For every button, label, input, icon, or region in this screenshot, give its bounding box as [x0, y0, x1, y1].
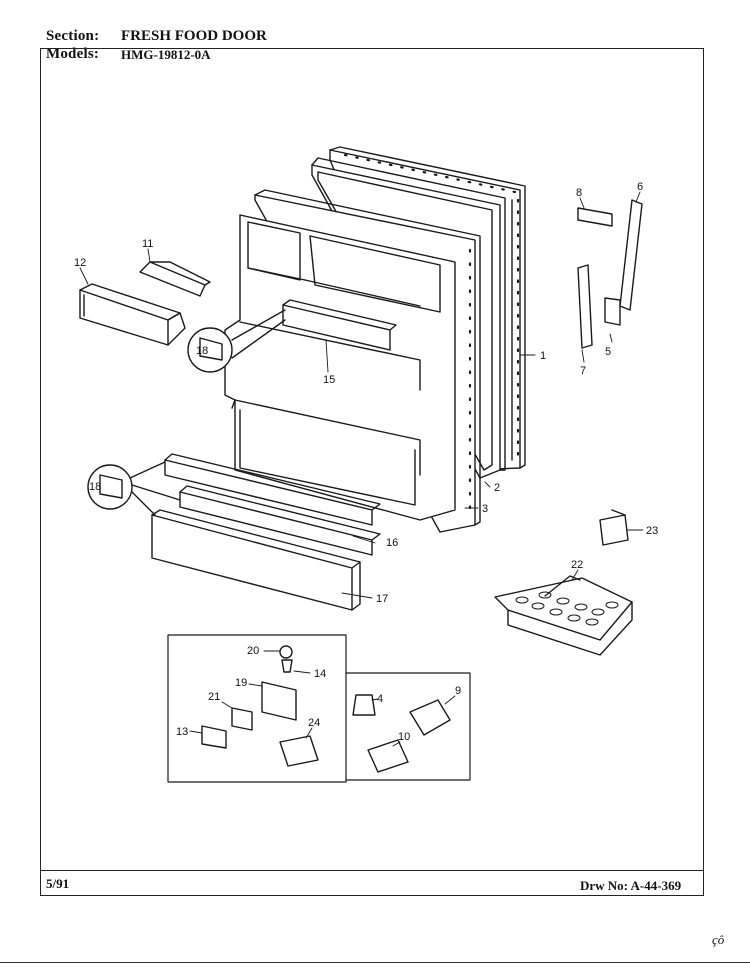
part-10-hinge-cover — [367, 739, 409, 773]
part-9-hinge-cover — [409, 699, 451, 736]
callout-2: 2 — [494, 482, 500, 494]
callout-18-lower: 18 — [89, 481, 101, 493]
callout-9: 9 — [455, 685, 461, 697]
section-value: FRESH FOOD DOOR — [121, 28, 267, 44]
part-4-hinge-cap — [352, 694, 376, 716]
callout-13: 13 — [176, 726, 188, 738]
callout-17: 17 — [376, 593, 388, 605]
footer-drawing-number: Drw No: A-44-369 — [580, 878, 682, 893]
part-17-bottom-shelf — [151, 509, 361, 611]
callout-3: 3 — [482, 503, 488, 515]
callout-7: 7 — [580, 365, 586, 377]
part-8-hinge-plate — [577, 207, 613, 227]
inset-cover-box — [345, 672, 471, 781]
part-24-hinge — [279, 735, 319, 767]
page-bottom-rule — [0, 962, 750, 963]
leader-lines — [79, 191, 644, 747]
margin-mark: çô — [712, 932, 725, 947]
models-value: HMG-19812-0A — [121, 47, 211, 62]
part-14-pin — [281, 659, 293, 673]
callout-4: 4 — [377, 693, 383, 705]
callout-11: 11 — [142, 238, 153, 250]
part-12-dairy-compartment — [79, 283, 186, 346]
callout-19: 19 — [235, 677, 247, 689]
callout-14: 14 — [314, 668, 326, 680]
part-18-detail-lower — [87, 461, 181, 516]
callout-21: 21 — [208, 691, 220, 703]
part-11-clip — [139, 261, 211, 297]
part-13-shim — [201, 725, 227, 749]
diagram-frame — [40, 48, 704, 896]
part-16-door-shelves — [164, 453, 381, 556]
inset-hinge-box — [167, 634, 347, 783]
part-22-egg-tray — [494, 575, 633, 656]
callout-16: 16 — [386, 537, 398, 549]
callout-8: 8 — [576, 187, 582, 199]
part-18-detail-upper — [187, 309, 286, 373]
callout-24: 24 — [308, 717, 320, 729]
footer-divider — [40, 870, 704, 871]
callout-18-upper: 18 — [196, 345, 208, 357]
part-3-door-liner — [224, 189, 481, 533]
part-15-shelf-bar — [282, 299, 397, 351]
part-20-bushing — [279, 645, 293, 659]
callout-12: 12 — [74, 257, 86, 269]
footer-date: 5/91 — [46, 876, 70, 891]
callout-20: 20 — [247, 645, 259, 657]
models-label: Models: — [46, 46, 100, 62]
callout-5: 5 — [605, 346, 611, 358]
part-21-shim — [231, 707, 253, 731]
callout-23: 23 — [646, 525, 658, 537]
part-23-bracket — [599, 509, 629, 546]
part-5-hinge-block — [604, 297, 621, 326]
part-7-hinge-strip — [577, 264, 593, 349]
callout-6: 6 — [637, 181, 643, 193]
callout-22: 22 — [571, 559, 583, 571]
section-label: Section: — [46, 28, 100, 44]
callout-1: 1 — [540, 350, 546, 362]
part-6-hinge-strip — [619, 199, 643, 311]
callout-15: 15 — [323, 374, 335, 386]
part-19-hinge-plate — [261, 681, 297, 721]
callout-10: 10 — [398, 731, 410, 743]
